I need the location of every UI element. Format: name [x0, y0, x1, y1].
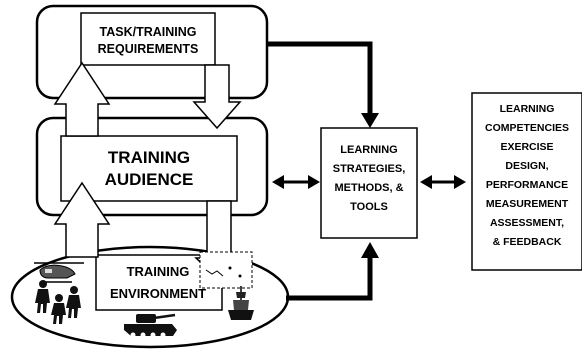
arrow-task-to-strategies	[267, 41, 373, 117]
audience-box-label: TRAINING AUDIENCE	[105, 148, 194, 189]
audience-label-line: AUDIENCE	[105, 170, 194, 189]
competencies-label-line: EXERCISE	[500, 141, 553, 153]
task-box-label: TASK/TRAINING REQUIREMENTS	[98, 25, 199, 56]
up-arrow-top	[53, 61, 111, 137]
strategies-label-line: TOOLS	[350, 201, 388, 213]
tank-icon	[124, 313, 177, 338]
competencies-box-label: LEARNING COMPETENCIES EXERCISE DESIGN, P…	[485, 103, 569, 248]
double-arrow-audience-strategies	[272, 175, 320, 189]
up-arrow-bottom	[53, 181, 111, 258]
competencies-label-line: LEARNING	[500, 103, 555, 115]
competencies-label-line: COMPETENCIES	[485, 122, 569, 134]
arrow-env-to-strategies	[286, 254, 373, 301]
strategies-label-line: STRATEGIES,	[333, 163, 406, 175]
audience-box	[60, 135, 238, 202]
strategies-label-line: LEARNING	[340, 144, 397, 156]
competencies-box	[471, 92, 582, 271]
soldiers-icon	[35, 280, 81, 324]
strategies-box	[320, 127, 418, 239]
helicopter-icon	[34, 262, 84, 283]
double-arrow-strategies-competencies	[420, 175, 466, 189]
competencies-label-line: & FEEDBACK	[493, 236, 562, 248]
task-label-line: TASK/TRAINING	[100, 25, 197, 39]
competencies-label-line: ASSESSMENT,	[490, 217, 564, 229]
strategies-label-line: METHODS, &	[334, 182, 403, 194]
environment-label-line: ENVIRONMENT	[110, 286, 206, 301]
competencies-label-line: PERFORMANCE	[486, 179, 568, 191]
map-icon	[199, 251, 253, 289]
task-box	[80, 12, 216, 66]
ship-icon	[228, 286, 254, 320]
environment-box-label: TRAINING ENVIRONMENT	[110, 264, 206, 301]
audience-label-line: TRAINING	[108, 148, 190, 167]
competencies-label-line: DESIGN,	[505, 160, 548, 172]
environment-label-line: TRAINING	[127, 264, 190, 279]
arrow-env-to-strategies-head	[361, 242, 379, 258]
arrow-task-to-strategies-head	[361, 113, 379, 128]
task-label-line: REQUIREMENTS	[98, 42, 199, 56]
down-arrow-top	[192, 64, 242, 130]
strategies-box-label: LEARNING STRATEGIES, METHODS, & TOOLS	[333, 144, 406, 213]
competencies-label-line: MEASUREMENT	[486, 198, 569, 210]
